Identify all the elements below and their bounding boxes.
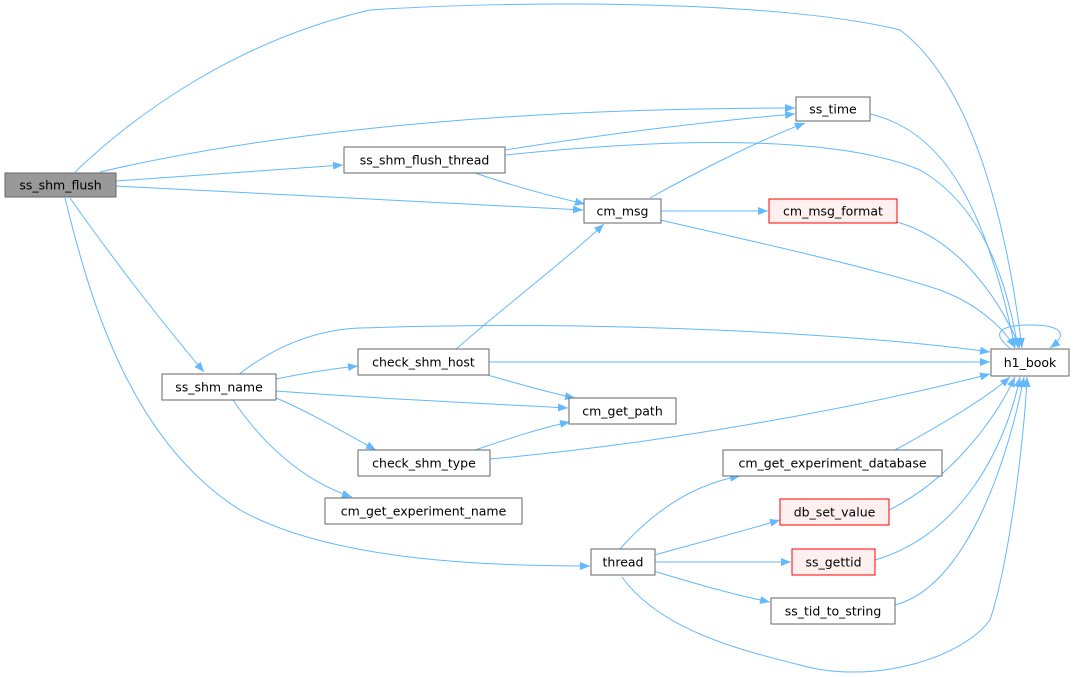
node-ss_gettid[interactable]: ss_gettid [791,548,876,576]
node-thread[interactable]: thread [590,548,656,576]
edge-ss_gettid-h1_book [874,376,1022,561]
edge-thread-db_set_value [650,519,781,557]
node-ss_shm_flush[interactable]: ss_shm_flush [4,172,117,198]
node-label: check_shm_host [372,355,475,370]
edge-thread-h1_book [621,376,1031,673]
node-label: check_shm_type [372,456,476,471]
node-label: ss_tid_to_string [785,604,882,619]
node-cm_msg[interactable]: cm_msg [583,198,662,224]
edge-check_shm_type-h1_book [489,372,991,460]
node-label: ss_shm_flush_thread [360,153,490,168]
edge-ss_shm_flush-h1_book [74,3,1025,349]
edge-cm_msg-ss_time [649,122,806,199]
edge-ss_shm_flush-ss_shm_flush_thread [115,161,344,182]
edge-ss_shm_name-cm_get_path [275,390,569,412]
edge-ss_shm_flush_thread-ss_time [504,110,796,151]
node-db_set_value[interactable]: db_set_value [779,498,890,526]
edges [64,3,1061,673]
edge-cm_msg_format-h1_book [896,221,1021,349]
node-ss_shm_name[interactable]: ss_shm_name [161,373,277,401]
node-cm_get_experiment_name[interactable]: cm_get_experiment_name [324,497,523,525]
edge-db_set_value-h1_book [888,376,1016,511]
edge-ss_tid_to_string-h1_book [894,376,1027,606]
edge-check_shm_host-cm_msg [454,223,605,351]
edge-cm_get_experiment_database-h1_book [894,376,1011,451]
node-label: ss_gettid [805,555,861,570]
node-label: db_set_value [794,505,876,520]
node-ss_tid_to_string[interactable]: ss_tid_to_string [770,597,896,625]
edge-cm_msg-h1_book [659,219,1016,349]
node-label: ss_shm_flush [19,178,101,193]
node-h1_book[interactable]: h1_book [990,348,1070,377]
edge-ss_shm_name-check_shm_type [275,397,377,451]
node-check_shm_type[interactable]: check_shm_type [357,449,491,477]
node-ss_shm_flush_thread[interactable]: ss_shm_flush_thread [343,146,506,174]
node-check_shm_host[interactable]: check_shm_host [357,348,490,376]
node-label: ss_time [809,102,857,117]
node-label: cm_get_experiment_name [341,504,507,519]
node-label: cm_msg [597,204,649,219]
edge-check_shm_host-cm_get_path [479,372,576,400]
edge-ss_time-h1_book [869,113,1017,349]
edge-h1_book-h1_book [999,324,1061,349]
node-label: cm_get_experiment_database [738,456,926,471]
node-ss_time[interactable]: ss_time [795,96,871,122]
node-label: ss_shm_name [175,380,263,395]
node-cm_get_experiment_database[interactable]: cm_get_experiment_database [722,449,943,477]
nodes: ss_shm_flush ss_time ss_shm_flush_thread… [4,96,1070,625]
edge-ss_shm_name-h1_book [237,325,991,376]
edge-thread-ss_tid_to_string [649,569,771,604]
edge-ss_shm_name-cm_get_experiment_name [232,399,353,498]
node-label: h1_book [1004,355,1057,370]
node-cm_msg_format[interactable]: cm_msg_format [768,198,898,224]
node-cm_get_path[interactable]: cm_get_path [568,397,677,425]
edge-ss_shm_flush_thread-cm_msg [474,172,586,206]
edge-ss_shm_flush_thread-h1_book [504,142,1021,349]
edge-ss_shm_flush-ss_shm_name [69,197,205,373]
edge-check_shm_type-cm_get_path [474,420,571,451]
edge-thread-cm_get_experiment_database [619,473,741,550]
node-label: thread [603,555,644,570]
node-label: cm_get_path [582,404,663,419]
edge-ss_shm_flush-thread [64,197,591,570]
edge-ss_shm_name-check_shm_host [275,363,359,380]
node-label: cm_msg_format [783,204,883,219]
edge-ss_shm_flush-cm_msg [115,185,584,214]
edge-ss_shm_flush-ss_time [99,104,796,173]
